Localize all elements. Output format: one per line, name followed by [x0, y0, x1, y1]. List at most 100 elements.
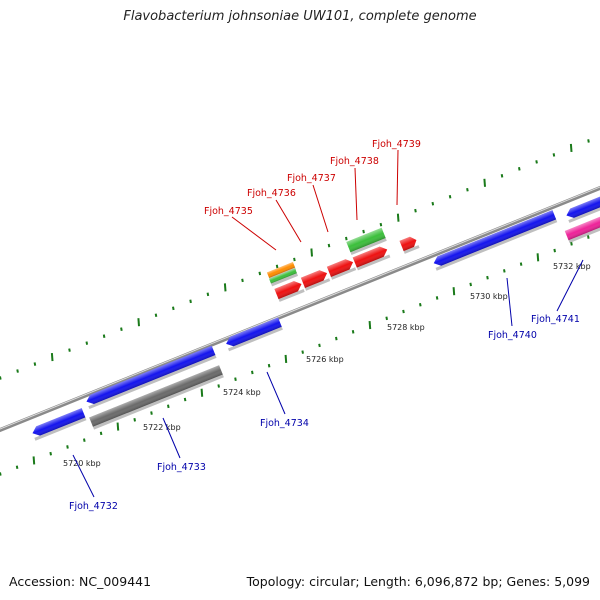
- tick-mark: [49, 451, 52, 456]
- tick-mark: [318, 343, 321, 348]
- scale-label-5720: 5720 kbp: [63, 459, 101, 468]
- tick-mark: [379, 222, 383, 227]
- gene-fjoh-4741: [564, 213, 600, 244]
- tick-mark: [167, 404, 170, 409]
- tick-mark: [431, 201, 435, 206]
- tick-mark: [15, 465, 19, 470]
- tick-mark: [241, 278, 244, 283]
- tick-mark: [137, 318, 140, 327]
- tick-mark: [552, 153, 556, 157]
- scale-label-5724: 5724 kbp: [223, 388, 261, 397]
- tick-mark: [553, 248, 556, 253]
- tick-mark: [503, 269, 506, 273]
- tick-mark: [116, 422, 120, 431]
- scale-labels: 5720 kbp 5722 kbp 5724 kbp 5726 kbp 5728…: [63, 262, 591, 468]
- tick-mark: [570, 242, 573, 246]
- tick-mark: [500, 174, 504, 178]
- gene-label-fjoh-4741: Fjoh_4741: [531, 314, 580, 325]
- gene-fjoh-4738: [352, 246, 391, 271]
- tick-mark: [587, 139, 590, 143]
- tick-mark: [419, 302, 422, 307]
- gene-labels: Fjoh_4735 Fjoh_4736 Fjoh_4737 Fjoh_4738 …: [69, 139, 580, 512]
- tick-mark: [83, 438, 86, 442]
- tick-mark: [16, 369, 19, 373]
- tick-mark: [66, 445, 69, 449]
- tick-mark: [68, 348, 71, 352]
- tick-mark: [310, 248, 313, 257]
- tick-mark: [200, 388, 204, 397]
- tick-mark: [206, 292, 210, 297]
- tick-mark: [368, 320, 372, 330]
- gene-fjoh-4732-a: [32, 408, 87, 441]
- tick-mark: [518, 167, 521, 171]
- tick-mark: [345, 236, 348, 241]
- tick-mark: [327, 243, 331, 248]
- genome-backbone-highlight: [0, 186, 600, 430]
- tick-mark: [385, 316, 388, 321]
- callout-fjoh-4741: [556, 259, 584, 312]
- gene-label-fjoh-4735: Fjoh_4735: [204, 206, 253, 217]
- tick-mark: [435, 296, 439, 300]
- tick-mark: [469, 282, 472, 287]
- callout-fjoh-4735: [231, 216, 277, 251]
- gene-fjoh-4737: [326, 259, 357, 280]
- tick-mark: [293, 257, 296, 262]
- tick-mark: [402, 309, 405, 314]
- tick-mark: [448, 194, 452, 199]
- callout-fjoh-4733: [162, 417, 181, 459]
- callout-fjoh-4732: [72, 454, 95, 498]
- gene-label-fjoh-4737: Fjoh_4737: [287, 173, 336, 184]
- gene-label-fjoh-4736: Fjoh_4736: [247, 188, 296, 199]
- gene-fjoh-4741-blue: [566, 195, 600, 223]
- gene-fjoh-4736: [300, 270, 331, 291]
- scale-label-5730: 5730 kbp: [470, 292, 508, 301]
- tick-mark: [258, 271, 262, 276]
- tick-mark: [223, 283, 227, 292]
- gene-fjoh-4733: [89, 365, 224, 430]
- gene-fjoh-4734: [226, 317, 283, 352]
- tick-mark: [133, 418, 136, 422]
- tick-mark: [234, 377, 237, 381]
- tick-mark: [0, 472, 2, 476]
- callout-fjoh-4734: [266, 371, 286, 415]
- callout-fjoh-4737: [312, 184, 329, 233]
- tick-mark: [535, 160, 538, 164]
- tick-mark: [0, 376, 2, 380]
- tick-mark: [301, 350, 304, 354]
- scale-label-5722: 5722 kbp: [143, 423, 181, 432]
- scale-label-5732: 5732 kbp: [553, 262, 591, 271]
- scale-label-5728: 5728 kbp: [387, 323, 425, 332]
- gene-fjoh-4738-green: [346, 227, 387, 255]
- tick-mark: [335, 336, 338, 341]
- tick-mark: [284, 354, 288, 363]
- inner-tick-track: [0, 235, 590, 476]
- tick-mark: [396, 213, 400, 222]
- accession-label: Accession: NC_009441: [9, 574, 152, 589]
- tick-mark: [120, 327, 123, 331]
- tick-mark: [362, 229, 365, 234]
- tick-mark: [519, 262, 523, 266]
- callout-fjoh-4739: [396, 149, 399, 206]
- tick-mark: [486, 275, 489, 280]
- tick-mark: [483, 178, 486, 187]
- gene-callouts: [72, 149, 584, 498]
- gene-fjoh-4739: [399, 236, 420, 254]
- tick-mark: [569, 143, 573, 153]
- tick-mark: [351, 330, 355, 334]
- tick-mark: [150, 411, 153, 415]
- outer-tick-track: [0, 139, 590, 380]
- tick-mark: [587, 235, 590, 239]
- tick-mark: [251, 370, 254, 375]
- tick-mark: [85, 341, 89, 345]
- tick-mark: [32, 456, 36, 465]
- tick-mark: [466, 187, 469, 192]
- tick-mark: [267, 363, 271, 368]
- gene-fjoh-4735: [274, 281, 305, 302]
- tick-mark: [50, 353, 54, 362]
- tick-mark: [189, 299, 192, 304]
- map-title: Flavobacterium johnsoniae UW101, complet…: [123, 9, 477, 24]
- tick-mark: [275, 264, 279, 269]
- callout-fjoh-4736: [275, 199, 302, 243]
- gene-label-fjoh-4734: Fjoh_4734: [260, 418, 309, 429]
